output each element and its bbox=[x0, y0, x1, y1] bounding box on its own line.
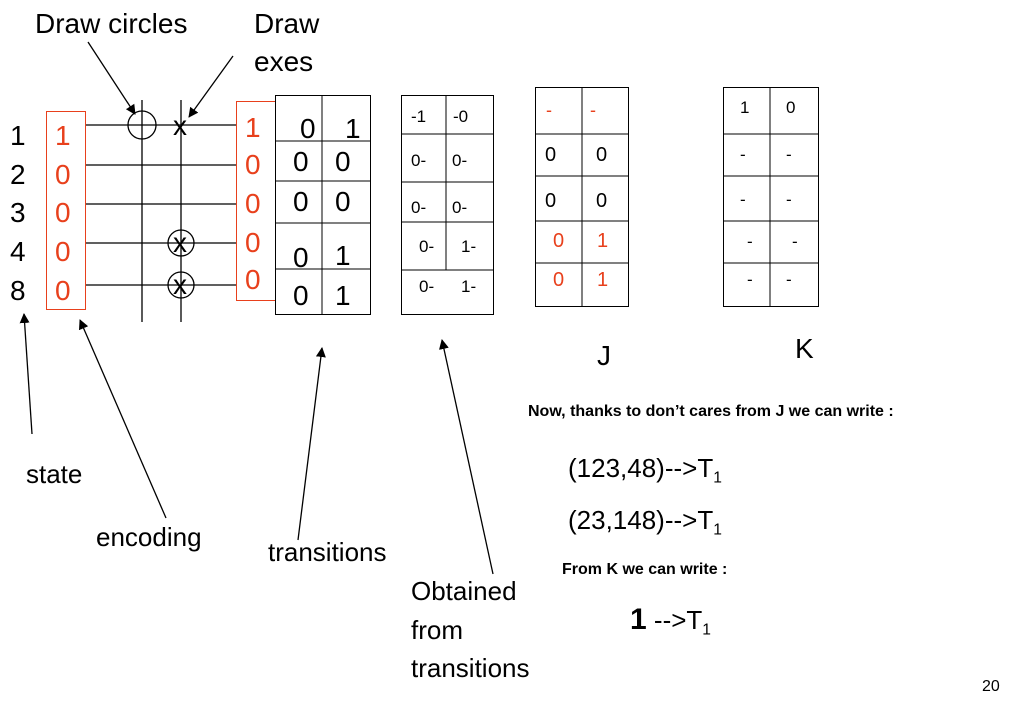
table-cell: 0 bbox=[293, 186, 309, 217]
encoding-bit: 0 bbox=[55, 159, 71, 190]
circled-x-label: x bbox=[173, 227, 187, 258]
table-cell: - bbox=[740, 145, 746, 164]
note-from-k: From K we can write : bbox=[562, 561, 728, 578]
encoding-bit: 0 bbox=[55, 197, 71, 228]
table-cell: -0 bbox=[453, 107, 469, 126]
table-cell: - bbox=[792, 232, 798, 251]
circled-x-mark-1 bbox=[167, 229, 195, 257]
state-wires bbox=[86, 124, 237, 286]
table-cell: - bbox=[546, 100, 552, 120]
state-label: state bbox=[26, 459, 83, 489]
page-number: 20 bbox=[982, 678, 1000, 695]
table-cell: 1- bbox=[461, 237, 477, 256]
note-dont-cares: Now, thanks to don’t cares from J we can… bbox=[528, 403, 894, 420]
state-number: 3 bbox=[10, 197, 26, 228]
table-cell: 0 bbox=[293, 146, 309, 177]
encoding-bit: 0 bbox=[55, 236, 71, 267]
table-cell: 1 bbox=[345, 113, 361, 144]
table-cell: 0 bbox=[786, 98, 796, 117]
table-cell: -1 bbox=[411, 107, 427, 126]
obtained-label-line1: Obtained bbox=[411, 576, 517, 606]
state-number: 8 bbox=[10, 275, 26, 306]
table-cell: 0 bbox=[293, 280, 309, 311]
table-cell: - bbox=[786, 270, 792, 289]
transitions-label: transitions bbox=[268, 537, 387, 567]
state-number: 4 bbox=[10, 236, 26, 267]
table-cell: 0 bbox=[335, 146, 351, 177]
table-cell: 0 bbox=[545, 190, 557, 212]
arrow-encoding bbox=[78, 319, 167, 519]
k-label: K bbox=[795, 333, 814, 364]
next-encoding-bit: 1 bbox=[245, 112, 261, 143]
circled-x-label: x bbox=[173, 269, 187, 300]
table-cell: - bbox=[747, 270, 753, 289]
state-number: 2 bbox=[10, 159, 26, 190]
arrow-draw-exes bbox=[188, 55, 234, 118]
table-cell: 1 bbox=[597, 269, 609, 291]
circled-x-mark-2 bbox=[167, 271, 195, 299]
equation-1: (123,48)-->T1 bbox=[568, 453, 722, 487]
table-cell: 0 bbox=[553, 269, 565, 291]
table-cell: 1 bbox=[335, 240, 351, 271]
table-cell: 0- bbox=[452, 151, 468, 170]
obtained-label-line3: transitions bbox=[411, 653, 530, 683]
circle-mark bbox=[127, 110, 157, 140]
next-encoding-bit: 0 bbox=[245, 188, 261, 219]
next-encoding-bit: 0 bbox=[245, 149, 261, 180]
arrow-transitions bbox=[297, 347, 326, 541]
state-number: 1 bbox=[10, 120, 26, 151]
j-label: J bbox=[597, 340, 611, 371]
table-cell: - bbox=[747, 232, 753, 251]
table-cell: 0- bbox=[411, 151, 427, 170]
x-mark: x bbox=[173, 110, 187, 141]
encoding-label: encoding bbox=[96, 522, 202, 552]
table-cell: 0 bbox=[300, 113, 316, 144]
table-cell: 1 bbox=[597, 230, 609, 252]
arrow-state bbox=[19, 313, 33, 435]
encoding-box bbox=[46, 111, 86, 310]
table-cell: 0 bbox=[596, 190, 608, 212]
table-cell: - bbox=[786, 145, 792, 164]
table-cell: - bbox=[786, 190, 792, 209]
table-cell: 0- bbox=[419, 277, 435, 296]
table-cell: - bbox=[590, 100, 596, 120]
table-cell: 0 bbox=[596, 144, 608, 166]
table-cell: 1 bbox=[740, 98, 750, 117]
table-cell: 0 bbox=[293, 242, 309, 273]
table-cell: 1 bbox=[335, 280, 351, 311]
draw-exes-label-1: Draw bbox=[254, 8, 320, 39]
table-cell: 0- bbox=[419, 237, 435, 256]
vertical-wires bbox=[141, 100, 182, 322]
arrow-obtained bbox=[439, 339, 494, 575]
table-cell: 1- bbox=[461, 277, 477, 296]
equation-2: (23,148)-->T1 bbox=[568, 505, 722, 539]
encoding-bit: 0 bbox=[55, 275, 71, 306]
encoding-bit: 1 bbox=[55, 120, 71, 151]
table-cell: 0 bbox=[553, 230, 565, 252]
obtained-label-line2: from bbox=[411, 615, 463, 645]
arrow-draw-circles bbox=[87, 41, 136, 115]
next-encoding-bit: 0 bbox=[245, 264, 261, 295]
table-cell: 0- bbox=[452, 198, 468, 217]
table-cell: 0 bbox=[545, 144, 557, 166]
next-encoding-bit: 0 bbox=[245, 227, 261, 258]
table-cell: - bbox=[740, 190, 746, 209]
draw-circles-label: Draw circles bbox=[35, 8, 188, 39]
table-cell: 0- bbox=[411, 198, 427, 217]
draw-exes-label-2: exes bbox=[254, 46, 314, 77]
table-cell: 0 bbox=[335, 186, 351, 217]
equation-3: 1 -->T1 bbox=[630, 603, 711, 639]
